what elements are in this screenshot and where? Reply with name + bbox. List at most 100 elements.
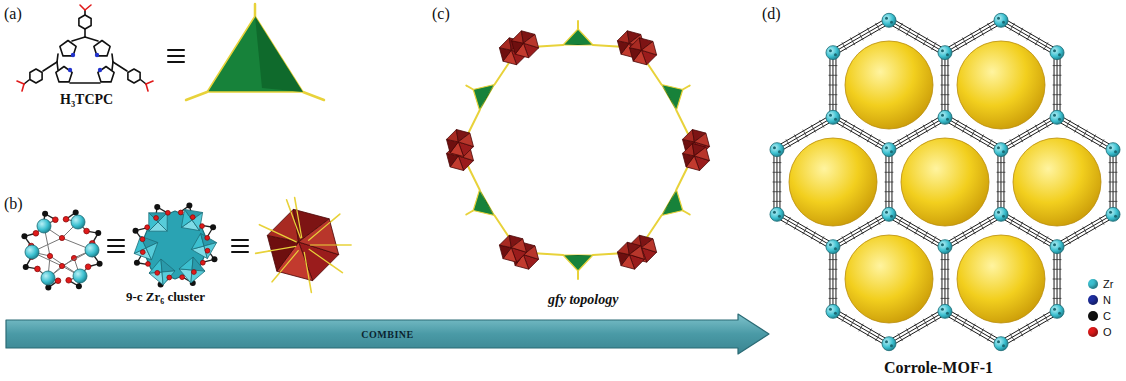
linker-strut: [954, 314, 958, 321]
zr-cluster-atom: [885, 146, 888, 149]
linker-strut: [1010, 140, 1014, 147]
oxygen-atom: [66, 277, 72, 283]
linker-arm: [466, 86, 473, 90]
cluster-facet: [629, 246, 644, 259]
linker-strut: [885, 182, 893, 183]
linker-strut: [829, 65, 837, 66]
zr-cluster-atom: [1058, 247, 1061, 250]
nitrogen-atom: [98, 68, 102, 72]
panel-label: (a): [4, 5, 22, 23]
zr-cluster: [938, 46, 952, 60]
carbon-atom: [133, 228, 139, 234]
linker-strut: [829, 288, 837, 289]
carbon-atom: [45, 285, 51, 291]
linker-strut: [1100, 217, 1104, 224]
zr-cluster-atom: [997, 146, 1000, 149]
bond-line: [112, 54, 113, 62]
linker-strut: [851, 38, 855, 45]
phenyl-ring: [79, 15, 91, 29]
linker-strut: [1019, 222, 1023, 229]
oxygen-atom: [33, 230, 39, 236]
linker-triangle: [662, 190, 683, 216]
linker-strut: [1091, 222, 1095, 229]
zirconium-atom: [25, 245, 39, 259]
oxygen-atom: [178, 210, 183, 215]
linker-strut: [876, 23, 880, 30]
equivalence-symbol: [108, 245, 124, 247]
carbon-atom: [76, 283, 82, 289]
zirconium-atom: [85, 243, 99, 257]
zr-cluster-atom: [946, 247, 949, 250]
oxygen-atom: [55, 278, 61, 284]
linker-strut: [842, 120, 846, 127]
triangle-shade: [255, 16, 303, 92]
zr-cluster-atom: [1053, 49, 1056, 52]
zr-cluster-atom: [1053, 308, 1056, 311]
zr-cluster-atom: [829, 308, 832, 311]
zr-cluster-atom: [829, 49, 832, 52]
polyhedron-facet: [179, 269, 192, 283]
polyhedron-facet: [204, 243, 217, 259]
linker-strut: [829, 104, 837, 105]
polyhedron-facet: [161, 259, 175, 272]
linker-strut: [1044, 43, 1048, 50]
pore-sphere: [957, 41, 1045, 129]
linker-strut: [773, 191, 781, 192]
linker-strut: [859, 324, 863, 331]
oxygen-atom: [205, 248, 210, 253]
polyhedron-facet: [162, 271, 175, 285]
linker-arm: [683, 86, 690, 90]
linker-strut: [979, 135, 983, 142]
zr-cluster-atom: [885, 340, 888, 343]
linker-strut: [1075, 125, 1079, 132]
linker-strut: [988, 217, 992, 224]
zr-cluster: [882, 143, 896, 157]
zr-cluster-atom: [834, 53, 837, 56]
linker-strut: [786, 217, 790, 224]
triangle-shade: [480, 85, 495, 111]
framework-label: Corrole-MOF-1: [884, 359, 993, 377]
linker-arm: [683, 211, 690, 215]
linker-strut: [923, 232, 927, 239]
equivalence-symbol: [108, 239, 124, 241]
carboxyl-bond: [146, 81, 153, 84]
linker-strut: [988, 140, 992, 147]
oxygen-atom: [53, 217, 59, 223]
linker-strut: [1109, 191, 1117, 192]
carbon-atom: [95, 230, 101, 236]
oxygen-atom: [200, 260, 205, 265]
oxygen-atom: [155, 270, 160, 275]
carbon-atom: [154, 204, 160, 210]
linker-strut: [1053, 75, 1061, 76]
pore-sphere: [845, 235, 933, 323]
linker-strut: [988, 334, 992, 341]
panel-label: (c): [432, 5, 450, 23]
legend-row: C: [1088, 308, 1113, 324]
zr-cluster-atom: [941, 114, 944, 117]
linker-arm: [291, 212, 300, 238]
equivalence-symbol: [232, 239, 248, 241]
linker-strut: [820, 120, 824, 127]
oxygen-atom: [59, 263, 64, 268]
linker-strut: [851, 319, 855, 326]
zr-cluster: [882, 13, 896, 27]
oxygen-atom: [140, 250, 145, 255]
linker-triangle: [473, 190, 494, 216]
bond-line: [43, 62, 57, 71]
bond-line: [84, 29, 86, 37]
linker-strut: [907, 329, 911, 336]
linker-strut: [979, 28, 983, 35]
panel-label: (b): [4, 195, 23, 213]
cluster-facet: [299, 219, 339, 255]
equivalence-symbol: [232, 251, 248, 253]
carbon-atom: [186, 203, 192, 209]
linker-strut: [829, 269, 837, 270]
triangle-shade: [662, 85, 677, 111]
linker-strut: [941, 259, 949, 260]
linker-strut: [1044, 314, 1048, 321]
linker-strut: [1053, 288, 1061, 289]
zr-cluster-atom: [773, 146, 776, 149]
linker-strut: [786, 140, 790, 147]
linker-strut: [954, 43, 958, 50]
oxygen-atom: [200, 224, 205, 229]
